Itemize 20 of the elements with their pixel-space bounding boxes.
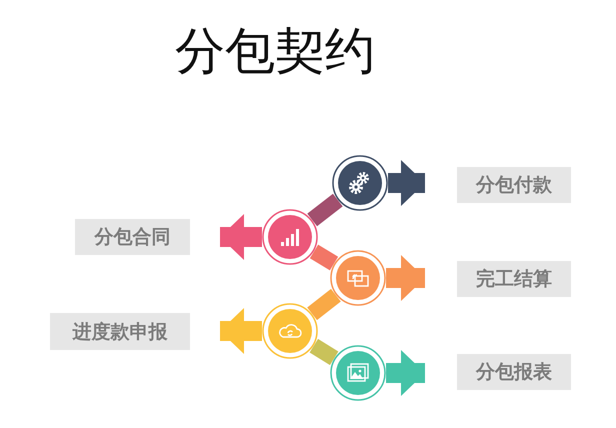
arrow xyxy=(220,308,262,354)
label-box: 完工结算 xyxy=(457,261,571,297)
arrow xyxy=(386,255,425,301)
icon-circle xyxy=(262,303,318,359)
label-box: 分包付款 xyxy=(457,167,571,203)
connector xyxy=(310,338,338,366)
icon-circle xyxy=(330,345,386,401)
connector xyxy=(307,194,343,226)
icon-circle xyxy=(332,155,388,211)
icon-circle xyxy=(262,209,318,265)
arrow xyxy=(220,214,262,260)
arrow xyxy=(388,160,425,206)
label-box: 分包合同 xyxy=(75,219,190,255)
icon-circle xyxy=(330,250,386,306)
label-box: 进度款申报 xyxy=(50,313,190,350)
title: 分包契约 xyxy=(174,21,376,82)
connector xyxy=(307,288,341,320)
label-box: 分包报表 xyxy=(457,354,571,390)
connector xyxy=(310,244,338,270)
arrow xyxy=(386,350,425,396)
